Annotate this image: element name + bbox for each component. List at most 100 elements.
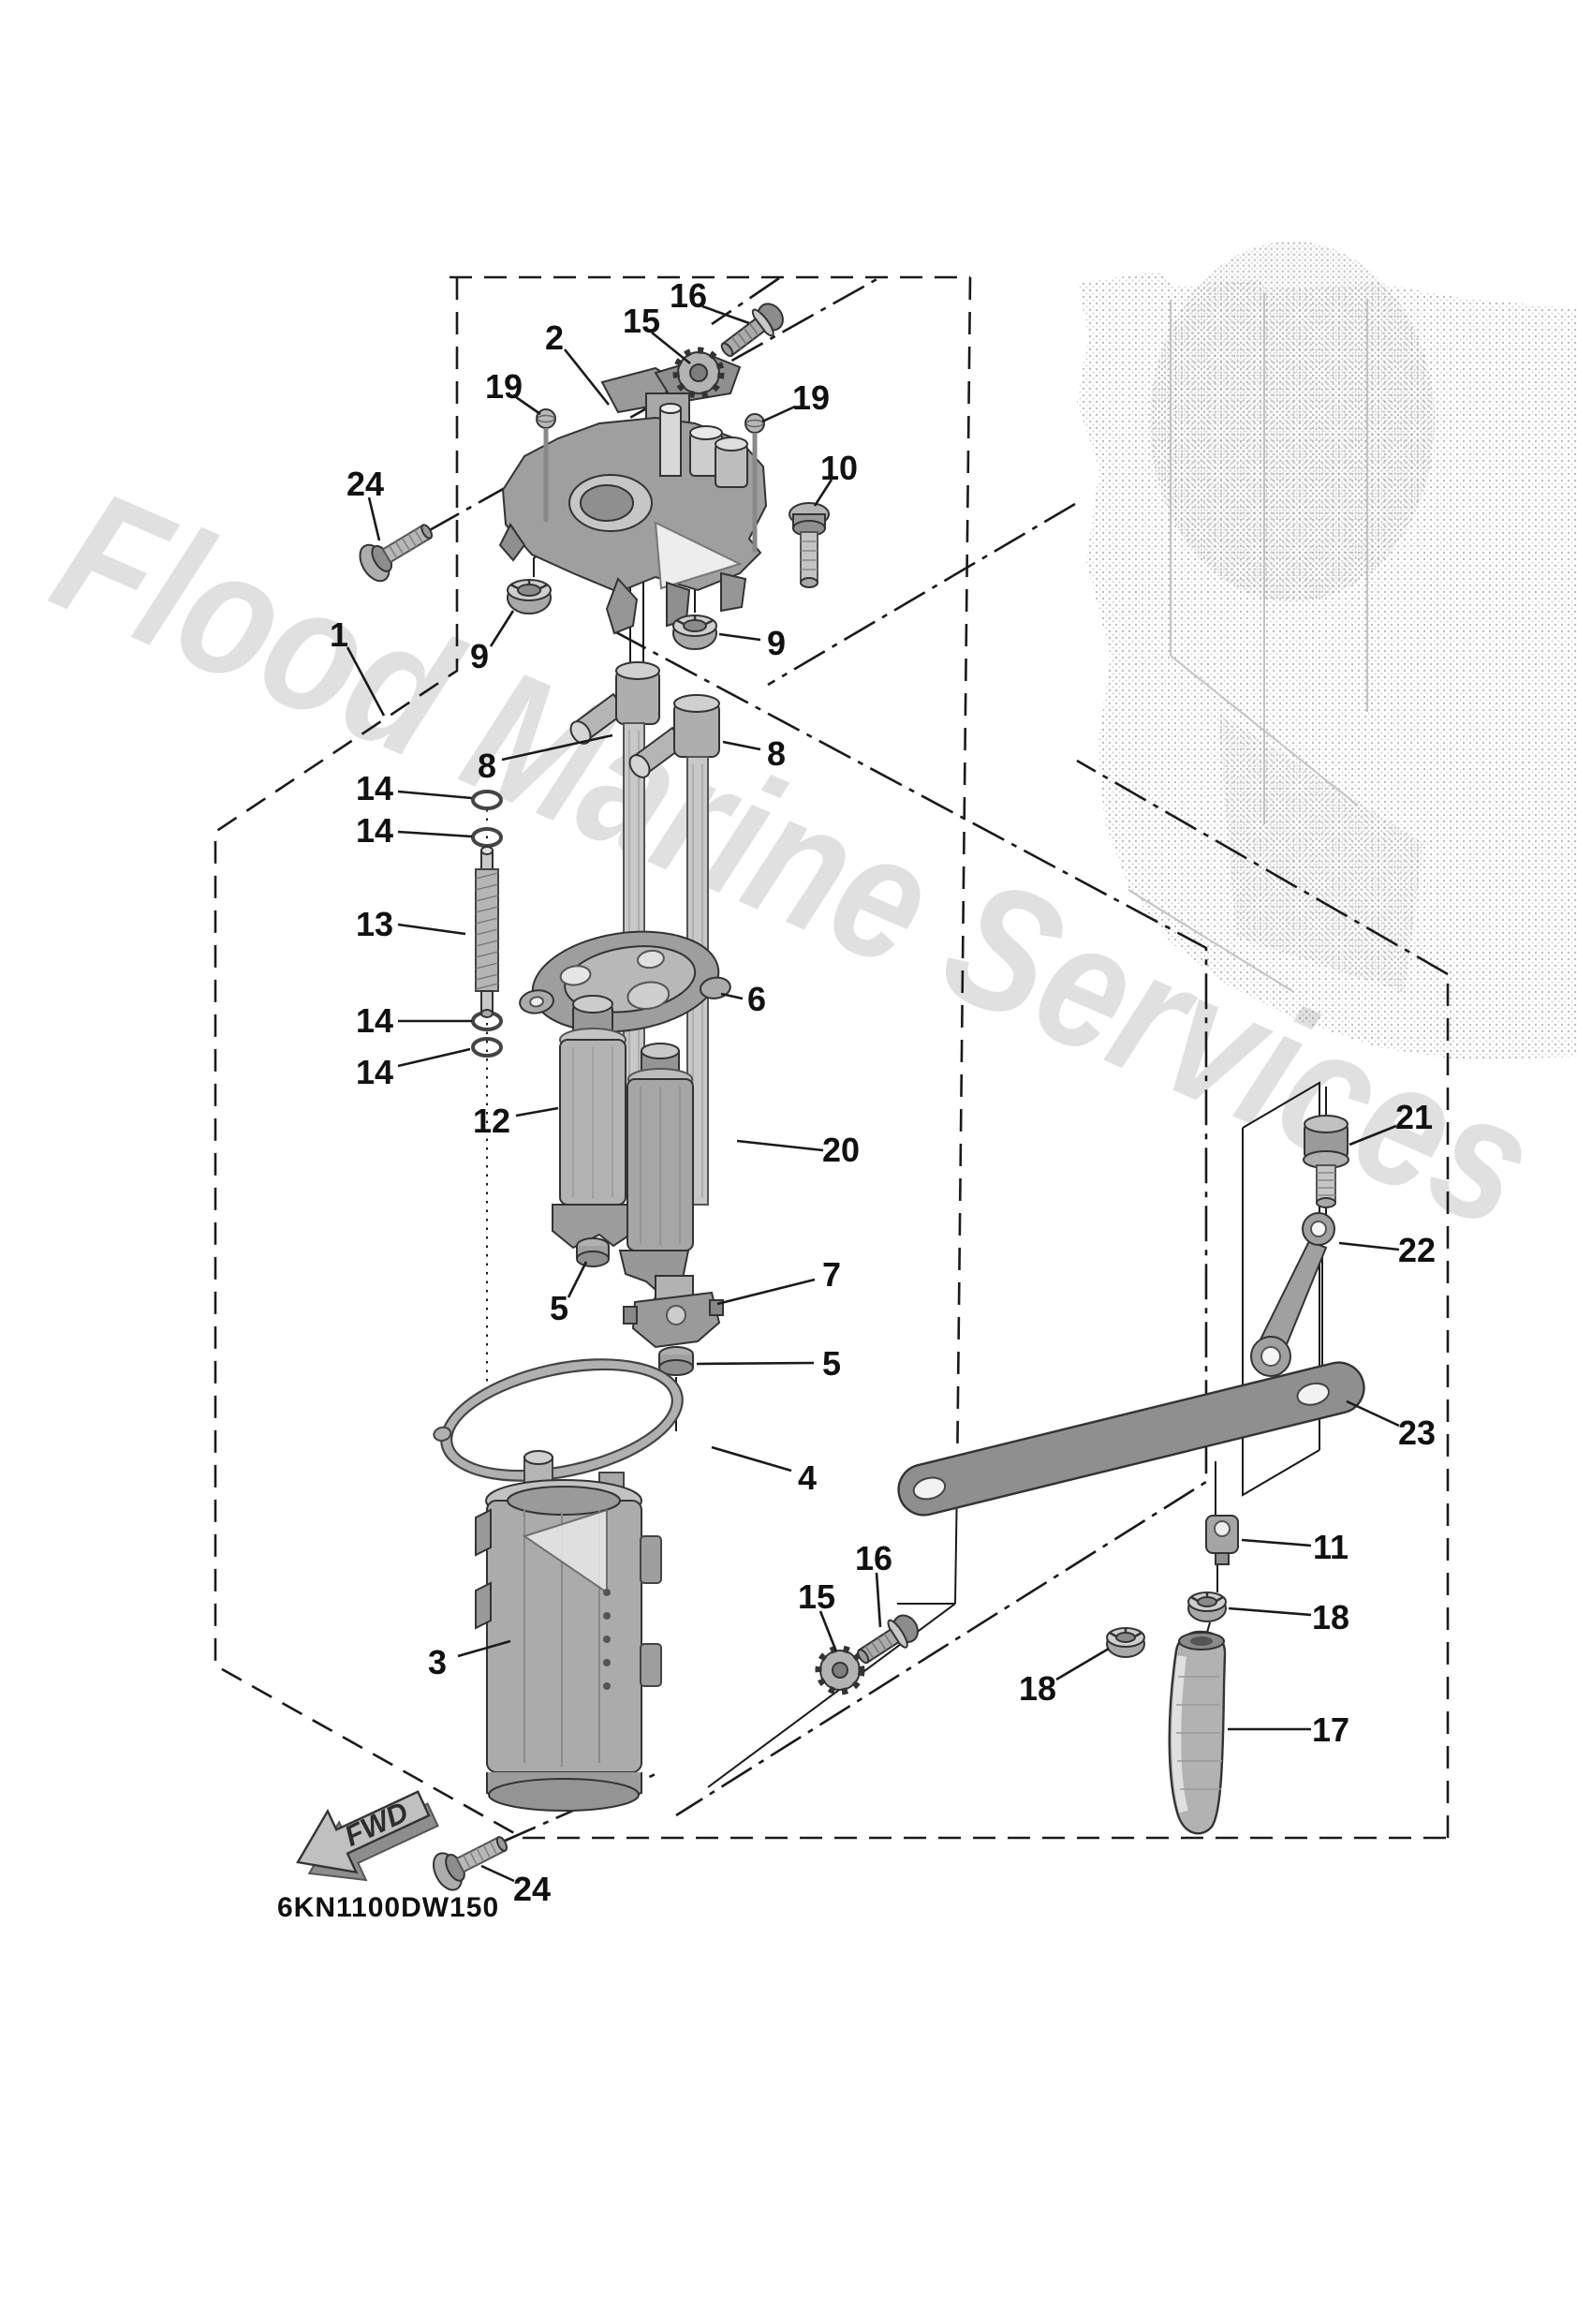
leader-line-9 [489,610,515,647]
part-16-bolt-top [720,303,784,358]
leader-line-12 [515,1106,559,1118]
leader-line-5 [567,1261,588,1298]
engine-block-shading-lower [1217,712,1423,993]
part-label-7: 7 [822,1255,841,1294]
part-9-nut-left [507,579,552,614]
engine-block-shading [1150,241,1435,602]
part-3-fuel-filter-body [475,1450,662,1812]
leader-line-8 [722,740,761,751]
part-label-3: 3 [428,1643,447,1681]
fwd-arrow-face [296,1790,431,1874]
leader-line-24 [480,1864,515,1883]
bolt16-leader [711,276,780,326]
engine-leader-line [767,502,1076,687]
leader-line-16 [701,304,750,325]
part-label-9: 9 [767,624,786,662]
part-label-13: 13 [356,905,393,943]
leader-line-10 [813,479,833,507]
part-12-fuel-pump [552,995,634,1250]
part-23-strap [897,1361,1365,1517]
leader-line-5 [696,1361,815,1366]
part-label-12: 12 [473,1102,510,1140]
leader-line-14 [397,830,473,838]
part-label-10: 10 [820,449,858,487]
engine-block-illustration [1077,241,1577,1060]
dashed-box-right-diagonal [1076,759,1449,976]
leader-line-7 [716,1278,816,1306]
part-label-21: 21 [1395,1098,1433,1136]
part-label-19: 19 [792,378,830,417]
part-label-18: 18 [1312,1598,1349,1636]
part-label-8: 8 [767,734,786,773]
leader-line-9 [718,632,761,642]
part-label-1: 1 [330,615,348,654]
part-label-15: 15 [623,302,660,340]
part-label-2: 2 [545,318,564,357]
part-18-nut-left [1106,1627,1145,1658]
part-18-nut-right [1187,1591,1227,1622]
leader-line-19 [761,405,796,423]
part-label-14: 14 [356,1053,393,1091]
leader-lines [346,304,1400,1883]
part-22-link [1250,1212,1335,1377]
part-21-bolt [1303,1115,1349,1208]
leader-line-22 [1338,1241,1400,1251]
part-label-14: 14 [356,811,393,850]
leader-line-16 [875,1572,882,1628]
leader-line-6 [720,992,744,1000]
part-label-20: 20 [822,1131,860,1169]
leader-line-23 [1346,1399,1400,1428]
part-10-bolt [788,502,830,588]
engine-block-edges [1127,292,1368,992]
part-5-grommet-upper [576,1237,610,1267]
leader-line-13 [397,923,466,936]
part-14-oring-1 [471,790,503,810]
part-label-8: 8 [478,747,496,785]
part-label-5: 5 [550,1289,568,1327]
part-label-16: 16 [670,276,707,315]
leader-line-20 [736,1139,824,1152]
part-24-bolt-top [359,524,434,583]
leader-line-14 [397,1047,471,1068]
leader-line-14 [397,790,473,800]
part-17-rubber-boot [1168,1630,1227,1835]
leader-line-2 [563,348,611,406]
solid-box-21-22 [1242,1081,1320,1497]
part-label-24: 24 [513,1870,551,1908]
part-label-9: 9 [470,637,489,675]
part-label-18: 18 [1019,1669,1056,1708]
part-label-14: 14 [356,769,393,807]
part-label-22: 22 [1398,1231,1436,1269]
part-14-oring-4 [471,1037,503,1058]
fwd-arrow: FWD [296,1790,439,1882]
part-label-19: 19 [485,367,523,406]
leader-line-4 [711,1445,792,1473]
part-label-24: 24 [346,465,384,503]
part-label-16: 16 [855,1539,892,1577]
part-label-23: 23 [1398,1414,1436,1452]
part-5-grommet-lower [658,1346,694,1376]
dashed-box-left [214,277,523,1840]
part-24-bolt-bottom [432,1836,508,1891]
part-label-17: 17 [1312,1710,1349,1749]
leader-line-18 [1228,1606,1312,1617]
inner-vertical-dashed [955,276,972,1481]
leader-line-24 [367,496,381,541]
part-2-fuel-pump-bracket-assembly [498,354,768,635]
leader-line-15 [651,331,691,365]
part-label-15: 15 [798,1577,835,1616]
leader-line-15 [818,1610,838,1652]
inner-vertical-solid [707,1479,958,1788]
leader-line-21 [1349,1124,1397,1147]
leader-line-8 [501,733,613,762]
drawing-code: 6KN1100DW150 [277,1892,499,1923]
part-13-stud [475,846,499,1018]
part-label-6: 6 [747,980,766,1018]
part-label-11: 11 [1313,1528,1349,1566]
part-9-nut-right [672,614,717,650]
part-11-joint [1205,1515,1239,1565]
sub-box-dashdot [613,629,1208,1817]
